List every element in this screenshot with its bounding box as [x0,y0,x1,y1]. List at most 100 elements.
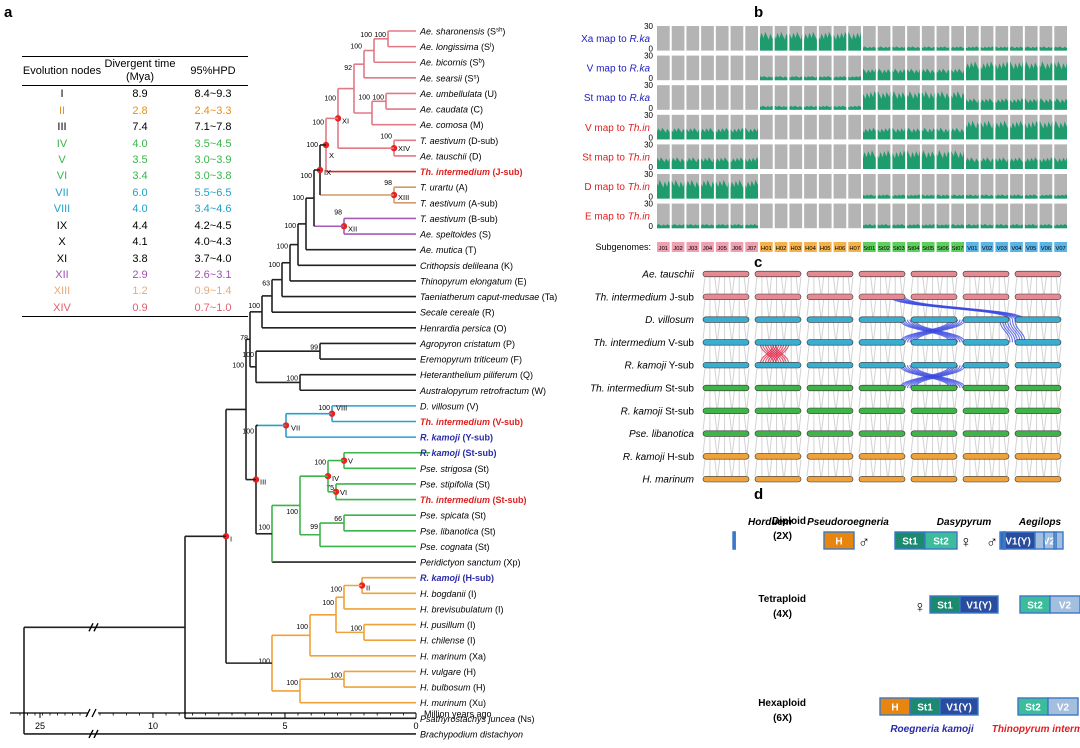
y-tick-label: 30 [644,140,653,149]
chromosome-bar [702,430,750,437]
synteny-link [835,368,839,386]
taxon-label: Taeniatherum caput-medusae (Ta) [420,292,557,302]
cell-time: 3.8 [132,252,148,265]
cell-time: 3.4 [132,170,148,183]
chromosome-chip [789,242,803,252]
chromosome-bar [702,316,750,323]
synteny-link [1058,322,1062,340]
axis-break [88,729,94,739]
coverage-area [995,194,1009,199]
coverage-cell [951,203,964,229]
coverage-area [995,120,1009,140]
synteny-link [743,276,747,294]
synteny-link [1040,368,1044,386]
synteny-link [939,459,943,477]
synteny-link [728,299,732,317]
synteny-link [798,276,802,294]
synteny-link [1055,276,1059,294]
y-tick-label: 0 [649,104,654,113]
coverage-area [1010,224,1023,229]
synteny-link [910,436,914,454]
coverage-cell [789,174,803,199]
chromosome-chip [1024,242,1038,252]
synteny-link [858,368,862,386]
synteny-link [832,413,836,431]
synteny-link [769,413,773,431]
coverage-area [951,224,964,229]
coverage-cell [745,55,758,81]
synteny-link [1029,390,1033,408]
axis-tick-label: 10 [148,721,158,731]
coverage-area [936,46,950,51]
y-tick-label: 0 [649,45,654,54]
support-value: 100 [358,94,370,101]
synteny-link [780,299,784,317]
coverage-area [877,46,891,51]
coverage-cell [833,85,847,110]
coverage-area [686,179,700,199]
male-symbol: ♂ [986,534,998,551]
synteny-link [769,436,773,454]
coverage-area [980,61,994,81]
chromosome-chip [863,242,876,252]
genome-box [924,531,958,550]
chromosome-bar [754,316,802,323]
chromosome-chip [966,242,979,252]
support-value: 100 [248,303,260,310]
synteny-link [806,276,810,294]
chromosome-label: V05 [1026,246,1036,252]
synteny-link [884,368,888,386]
coverage-cell [804,114,817,140]
coverage-cell [715,203,729,229]
synteny-link [795,276,799,294]
coverage-area [877,150,891,169]
chromosome-bar [1014,453,1062,460]
synteny-link [714,322,718,340]
synteny-link [783,390,787,408]
support-value: 99 [310,524,318,531]
ploidy-number: (4X) [773,609,792,620]
coverage-area [730,179,744,199]
synteny-link [1003,276,1007,294]
coverage-area [1039,61,1053,81]
synteny-link [832,276,836,294]
coverage-cell [951,26,964,51]
coverage-area [892,224,906,229]
coverage-cell [686,85,700,110]
chromosome-bar [1014,293,1062,300]
collinearity-row-label: R. kamoji H-sub [623,452,695,463]
coverage-area [789,31,803,51]
synteny-link [769,368,773,386]
synteny-link [902,345,906,363]
synteny-link [870,299,874,317]
coverage-cell [774,174,788,199]
taxon-label: H. brevisubulatum (I) [420,604,504,614]
synteny-link [850,368,854,386]
coverage-area [1054,157,1067,169]
synteny-link [835,299,839,317]
node-label: III [260,478,266,487]
cell-hpd: 3.7~4.0 [194,252,232,265]
cell-node: VIII [53,203,71,216]
support-value: 100 [284,223,296,230]
synteny-link [717,413,721,431]
coverage-area [892,46,906,51]
synteny-link [951,276,955,294]
chromosome-bar [702,384,750,392]
synteny-link [902,436,906,454]
synteny-link [746,390,750,408]
taxon-label: Brachypodium distachyon [420,729,523,739]
synteny-link [798,390,802,408]
synteny-link [850,459,854,477]
synteny-link [899,345,903,363]
synteny-link [951,390,955,408]
coverage-area [966,46,979,51]
coverage-cell [980,203,994,229]
coverage-area [671,224,685,229]
synteny-link [974,436,978,454]
synteny-link [728,368,732,386]
chromosome-bar [962,476,1010,483]
taxon-label: Peridictyon sanctum (Xp) [420,558,521,568]
